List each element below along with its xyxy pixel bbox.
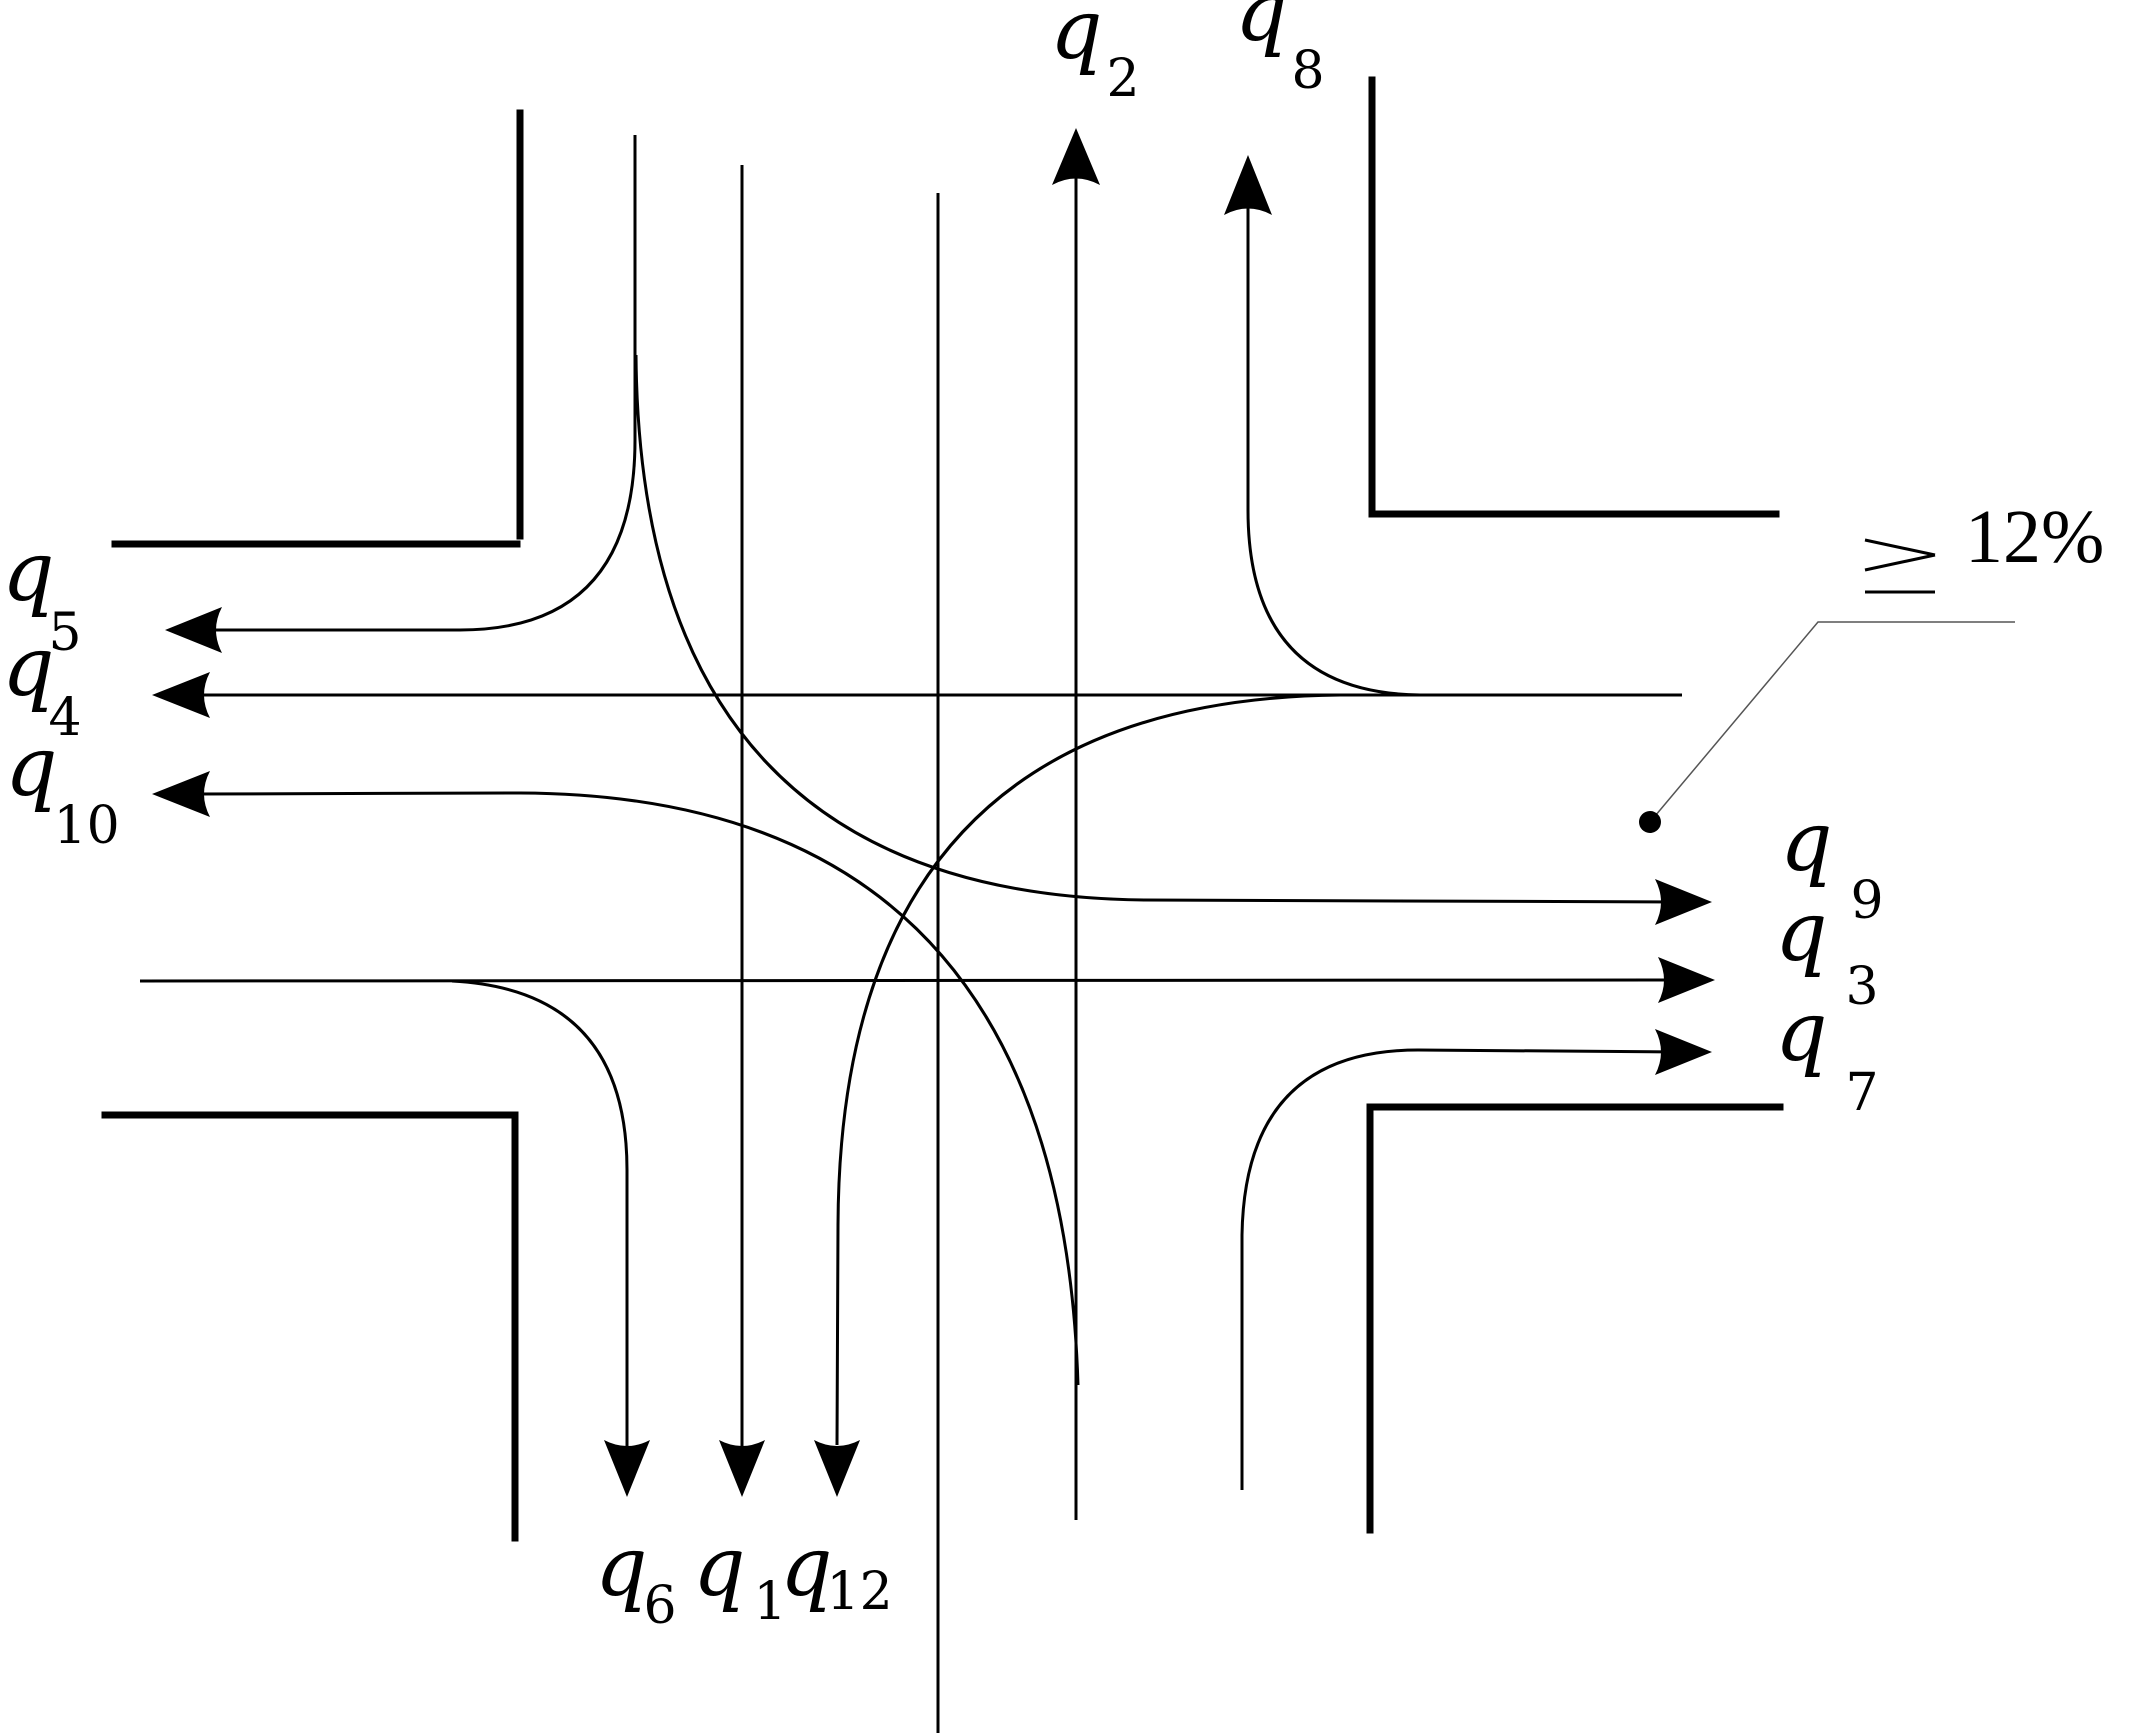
label-q7: q7: [1775, 985, 1879, 1123]
label-q3: q3: [1775, 885, 1879, 1017]
arrowheads: [152, 128, 1715, 1497]
label-q6: q6: [595, 1520, 677, 1636]
annotation-ge-symbol: [1864, 538, 1936, 594]
flow-line-q12: [835, 693, 1341, 1446]
arrow-q10: [152, 771, 210, 817]
arrow-q5: [165, 607, 222, 653]
curb-bottom-right: [1366, 1103, 1784, 1534]
arrow-q6: [604, 1440, 650, 1497]
annotation-dot: [1639, 811, 1661, 833]
arrow-q1: [719, 1440, 765, 1497]
flow-line-q6: [451, 979, 629, 1450]
curb-top-right: [1368, 76, 1780, 518]
curb-corners: [101, 76, 1784, 1542]
arrow-q9: [1655, 879, 1712, 925]
flow-line-q8: [1246, 200, 1421, 697]
label-q2: q2: [1050, 0, 1140, 109]
grade-annotation: 12%: [1639, 495, 2104, 833]
arrow-q8: [1224, 155, 1272, 215]
flow-line-q7: [1240, 1048, 1681, 1490]
flow-lines: [139, 135, 1682, 1733]
arrow-q4: [152, 672, 210, 718]
arrow-q2: [1052, 128, 1100, 185]
label-q12: q12: [780, 1520, 893, 1622]
label-q8: q8: [1235, 0, 1325, 101]
flow-line-q9: [634, 354, 1681, 904]
flow-line-q5: [205, 135, 637, 632]
arrow-q7: [1655, 1029, 1712, 1075]
label-q9: q9: [1780, 795, 1884, 931]
arrow-q12: [814, 1440, 860, 1497]
flow-line-q3: [139, 978, 1681, 983]
annotation-leader-line: [1649, 621, 2015, 823]
annotation-percent: 12%: [1965, 495, 2104, 579]
arrow-q3: [1658, 957, 1715, 1003]
curb-bottom-left: [101, 1111, 519, 1542]
flow-line-q10: [194, 791, 1080, 1386]
